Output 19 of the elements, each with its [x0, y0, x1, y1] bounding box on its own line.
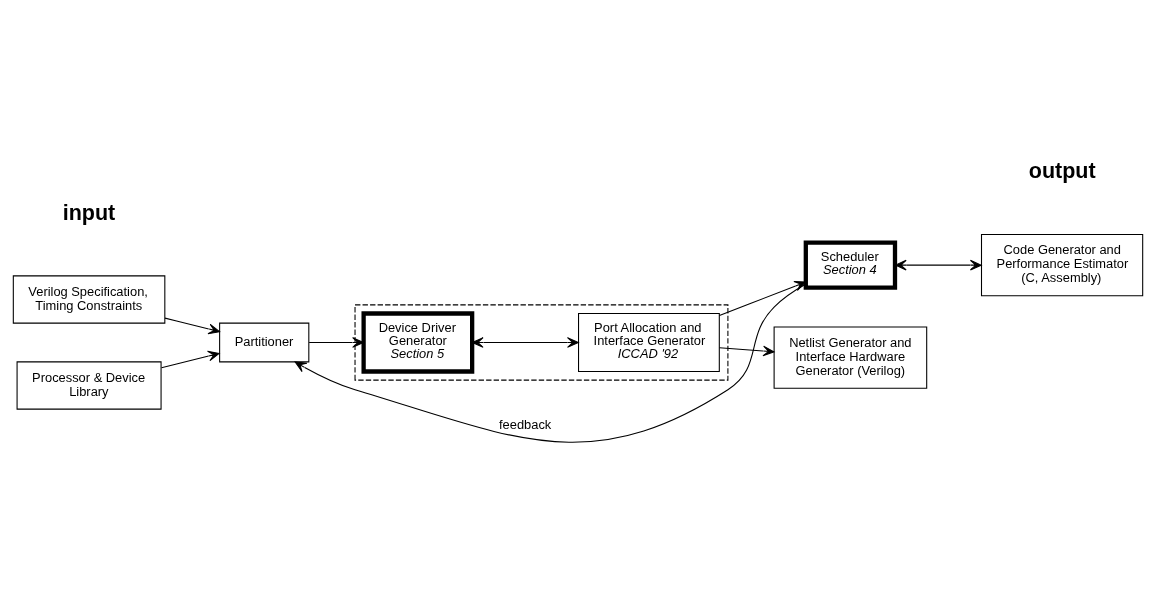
node-box: Verilog Specification, Timing Constraints — [12, 274, 166, 324]
node-box: Code Generator and Performance Estimator (C, Assembly) — [980, 233, 1144, 296]
node-box: Port Allocation and Interface Generator ICCAD '92 — [578, 312, 720, 372]
edge-label: feedback — [499, 416, 552, 432]
arrow — [718, 345, 775, 356]
arrow — [160, 350, 220, 368]
node-box: Scheduler Section 4 — [803, 239, 898, 290]
arrow — [164, 317, 221, 334]
arrow — [294, 283, 807, 443]
arrow — [718, 280, 807, 316]
node-box: Processor & Device Library — [16, 360, 162, 410]
label: input — [62, 200, 116, 225]
node-box: Device Driver Generator Section 5 — [361, 310, 475, 374]
node-box: Partitioner — [219, 322, 310, 362]
arrow — [471, 336, 579, 348]
arrow — [894, 259, 982, 270]
arrow — [308, 336, 364, 348]
node-box: Netlist Generator and Interface Hardware Generator (Verilog) — [773, 325, 928, 389]
label: output — [1028, 158, 1096, 183]
